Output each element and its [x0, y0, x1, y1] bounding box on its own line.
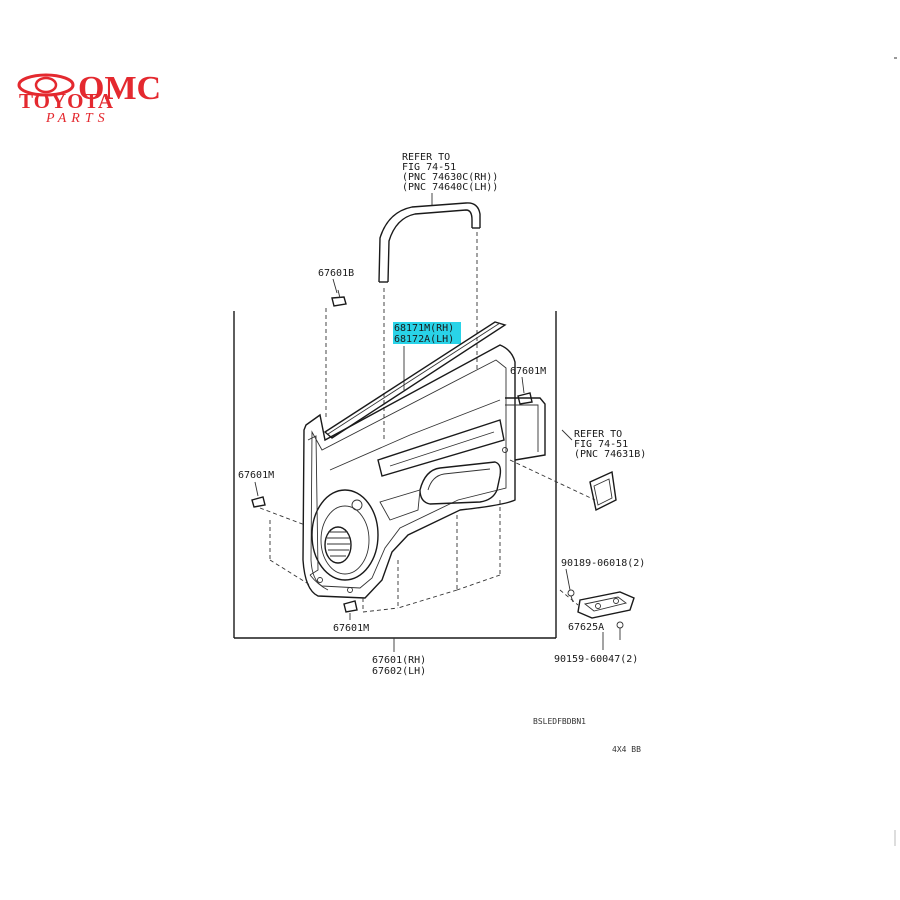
omc-toyota-parts-logo: OMC TOYOTA PARTS: [17, 70, 161, 126]
panel-label-rh: 67601(RH): [372, 655, 426, 666]
assembly-frame: [233, 311, 557, 639]
garnish-handle-part: [378, 202, 481, 283]
clip-bottom-label: 67601M: [333, 623, 369, 634]
bracket-label: 67625A: [568, 622, 604, 633]
clip-top-label: 67601B: [318, 268, 354, 279]
refer-top-line-4: (PNC 74640C(LH)): [402, 182, 498, 193]
refer-right-line-1: REFER TO: [574, 429, 622, 440]
screw-top-part: [567, 589, 575, 603]
clip-left-label: 67601M: [238, 470, 274, 481]
weatherstrip-label-rh: 68171M(RH): [394, 323, 454, 334]
footnote-text: BSLEDFBDBN1: [533, 717, 586, 726]
clip-top-part: [331, 289, 347, 307]
refer-right-leader: [561, 429, 573, 441]
weatherstrip-part: [323, 321, 507, 439]
weatherstrip-label-lh: 68172A(LH): [394, 334, 454, 345]
refer-top-line-2: FIG 74-51: [402, 162, 456, 173]
panel-label-lh: 67602(LH): [372, 666, 426, 677]
refer-right-line-3: (PNC 74631B): [574, 449, 646, 460]
door-trim-panel: [302, 344, 546, 599]
weatherstrip-highlight: [393, 322, 461, 344]
refer-right-line-2: FIG 74-51: [574, 439, 628, 450]
logo-toyota-text: TOYOTA: [19, 89, 114, 113]
clip-top-leader: [332, 278, 338, 294]
logo-parts-text: PARTS: [45, 111, 110, 126]
screw-top-leader: [565, 568, 571, 591]
diagram-code: 4X4 BB: [612, 745, 641, 754]
projection-lines: [269, 500, 501, 613]
logo-omc-text: OMC: [78, 70, 161, 107]
bracket-part: [577, 591, 635, 619]
edge-mark-top: [894, 57, 897, 59]
clip-right-label: 67601M: [510, 366, 546, 377]
toyota-emblem-inner: [34, 76, 58, 94]
switch-guide: [509, 459, 596, 501]
bracket-guide: [559, 589, 579, 606]
clip-right-leader: [521, 376, 525, 394]
clip-left-part: [251, 496, 266, 508]
switch-base-part: [589, 470, 617, 512]
screw-bottom-label: 90159-60047(2): [554, 654, 638, 665]
clip-right-part: [517, 392, 533, 405]
refer-label-top: REFER TO FIG 74-51 (PNC 74630C(RH)) (PNC…: [402, 152, 498, 193]
screw-bottom-part: [616, 621, 624, 640]
refer-top-line-3: (PNC 74630C(RH)): [402, 172, 498, 183]
clip-left-leader: [254, 481, 259, 497]
toyota-emblem-outer: [17, 73, 75, 97]
edge-mark-bottom: [894, 830, 896, 846]
clip-left-guide: [259, 507, 306, 526]
clip-bottom-part: [343, 600, 358, 613]
screw-top-label: 90189-06018(2): [561, 558, 645, 569]
refer-top-line-1: REFER TO: [402, 152, 450, 163]
refer-label-right: REFER TO FIG 74-51 (PNC 74631B): [574, 429, 646, 460]
